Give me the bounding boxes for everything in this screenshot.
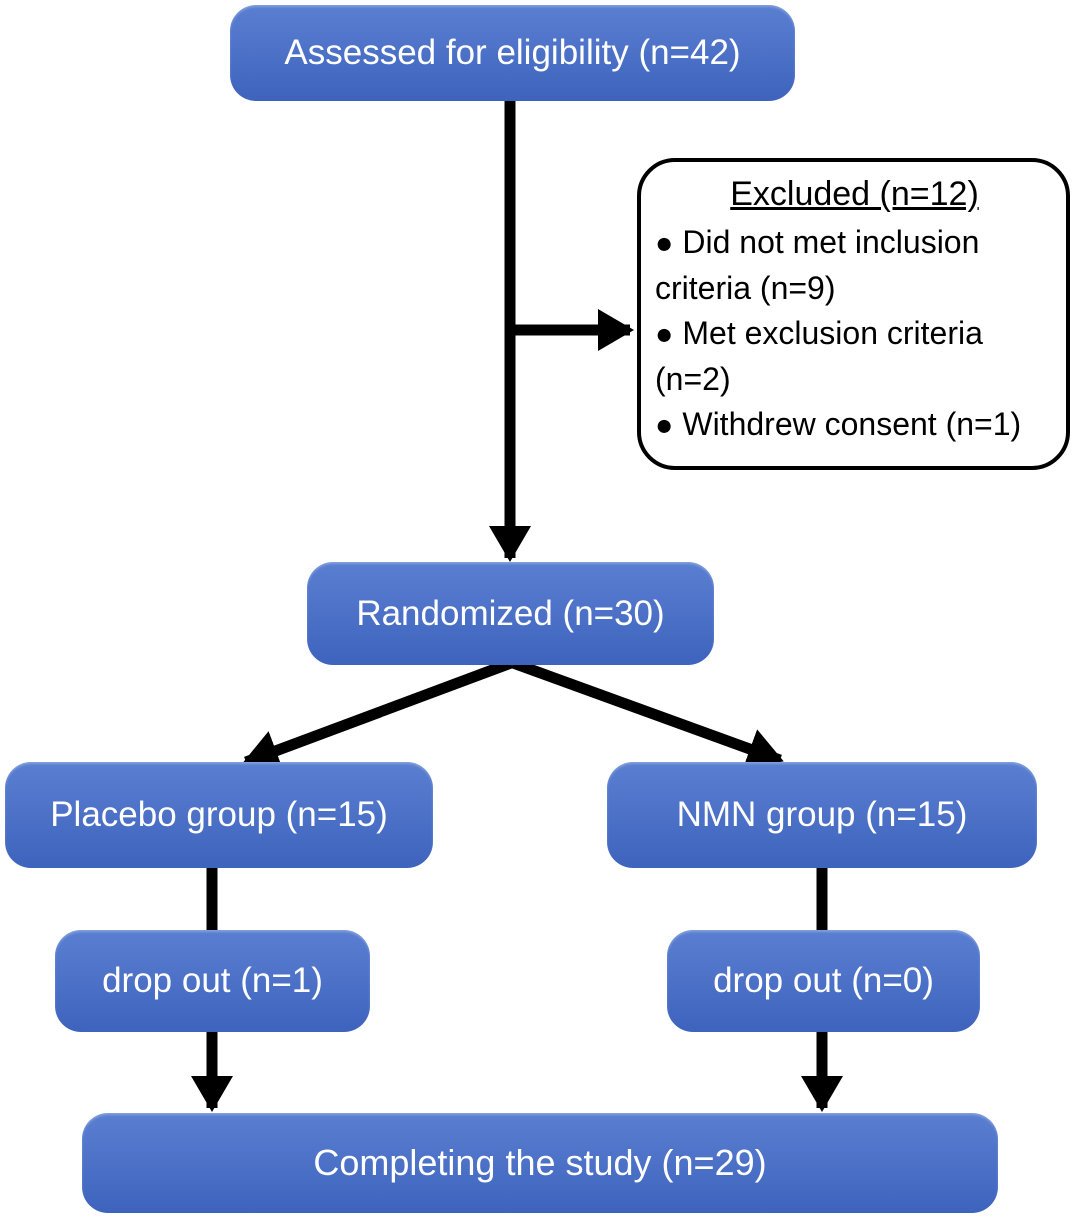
node-excluded: Excluded (n=12) ●Did not met inclusion c…: [637, 158, 1070, 470]
node-nmn-dropout: drop out (n=0): [667, 930, 980, 1032]
excluded-item-inclusion: ●Did not met inclusion criteria (n=9): [655, 220, 1054, 311]
node-placebo-label: Placebo group (n=15): [50, 795, 388, 834]
arrow-randomized-to-nmn: [511, 657, 784, 769]
bullet-icon: ●: [655, 317, 674, 352]
excluded-item-label: Met exclusion criteria (n=2): [655, 315, 983, 397]
excluded-item-label: Did not met inclusion criteria (n=9): [655, 224, 980, 306]
node-randomized-label: Randomized (n=30): [356, 593, 665, 633]
node-completing-study: Completing the study (n=29): [82, 1113, 998, 1213]
excluded-item-withdrew: ●Withdrew consent (n=1): [655, 402, 1054, 447]
node-nmn-dropout-label: drop out (n=0): [713, 961, 934, 1000]
node-placebo-dropout-label: drop out (n=1): [102, 961, 323, 1000]
excluded-title: Excluded (n=12): [730, 175, 979, 213]
node-placebo-group: Placebo group (n=15): [5, 762, 433, 868]
arrow-randomized-to-placebo: [242, 657, 513, 771]
node-randomized: Randomized (n=30): [307, 562, 714, 665]
excluded-item-label: Withdrew consent (n=1): [682, 406, 1022, 443]
node-assessed-for-eligibility: Assessed for eligibility (n=42): [230, 5, 795, 101]
node-nmn-label: NMN group (n=15): [676, 795, 968, 834]
node-assessed-label: Assessed for eligibility (n=42): [284, 33, 741, 72]
node-completing-label: Completing the study (n=29): [313, 1142, 767, 1183]
node-nmn-group: NMN group (n=15): [607, 762, 1037, 868]
node-placebo-dropout: drop out (n=1): [55, 930, 370, 1032]
bullet-icon: ●: [655, 226, 674, 261]
excluded-item-exclusion: ●Met exclusion criteria (n=2): [655, 311, 1054, 402]
bullet-icon: ●: [655, 408, 674, 443]
